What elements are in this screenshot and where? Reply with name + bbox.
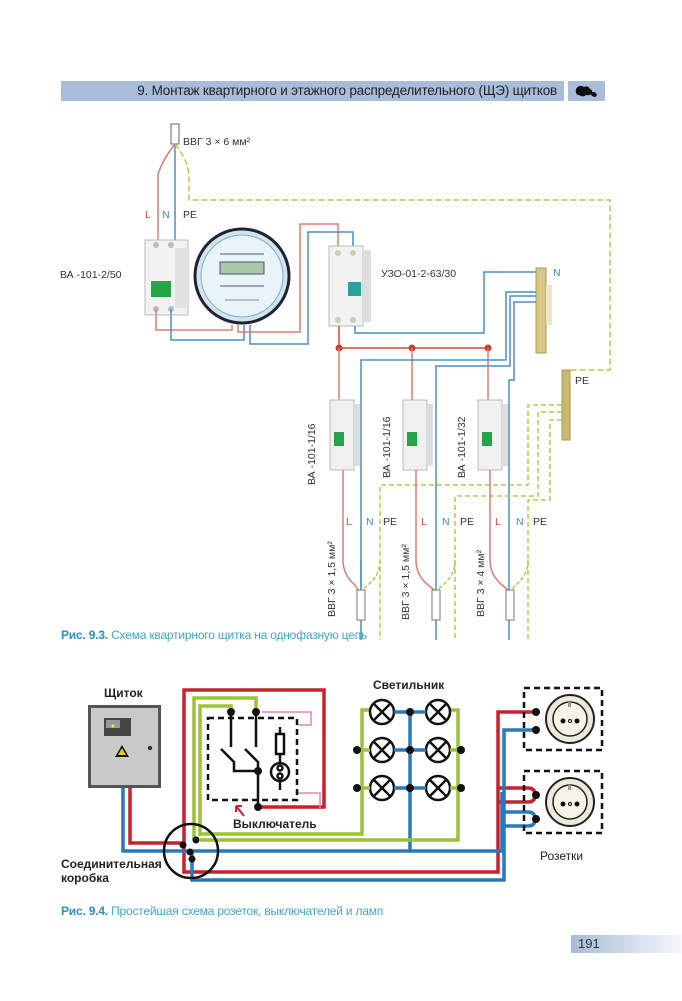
junction-box bbox=[162, 822, 220, 880]
figure-9-4-caption: Рис. 9.4. Простейшая схема розеток, выкл… bbox=[61, 904, 383, 918]
switch-box bbox=[206, 716, 299, 802]
figure-9-3-caption: Рис. 9.3. Схема квартирного щитка на одн… bbox=[61, 628, 367, 642]
output-cable-2 bbox=[431, 589, 441, 621]
electric-meter bbox=[193, 227, 291, 325]
main-breaker-label: ВА -101-2/50 bbox=[60, 269, 122, 281]
figure-9-4-number: Рис. 9.4. bbox=[61, 904, 108, 918]
sockets-label: Розетки bbox=[540, 849, 584, 863]
branch3-pe: PE bbox=[533, 516, 548, 528]
branch-breaker-label-3: ВА -101-1/32 bbox=[456, 416, 468, 478]
input-cable-sheath bbox=[170, 123, 180, 145]
switch-symbol bbox=[220, 712, 291, 808]
label-l: L bbox=[145, 209, 151, 221]
output-cable-3 bbox=[505, 589, 515, 621]
main-breaker-device bbox=[144, 239, 189, 316]
rcd-label: УЗО-01-2-63/30 bbox=[381, 268, 457, 280]
sockets bbox=[522, 686, 604, 835]
switch-label: Выключатель bbox=[233, 817, 317, 831]
branch-breaker-3 bbox=[477, 399, 508, 471]
n-bus-label: N bbox=[553, 267, 561, 279]
wire-l-in bbox=[157, 143, 176, 240]
distribution-panel bbox=[88, 705, 161, 788]
branch-cable-label-3: ВВГ 3 × 4 мм² bbox=[475, 549, 487, 617]
output-cable-1 bbox=[356, 589, 366, 621]
label-n: N bbox=[162, 209, 170, 221]
branch1-l: L bbox=[346, 516, 352, 528]
pe-bus-label: PE bbox=[575, 375, 590, 387]
lamps bbox=[353, 698, 465, 802]
branch3-n: N bbox=[516, 516, 524, 528]
figure-9-3-number: Рис. 9.3. bbox=[61, 628, 108, 642]
tools-icon bbox=[575, 85, 597, 97]
branch2-pe: PE bbox=[460, 516, 475, 528]
arrow-icon bbox=[235, 805, 245, 817]
chapter-title: 9. Монтаж квартирного и этажного распред… bbox=[137, 83, 557, 98]
branch-breaker-2 bbox=[402, 399, 433, 471]
page-number-bar bbox=[571, 935, 682, 953]
input-cable-label: ВВГ 3 × 6 мм² bbox=[183, 136, 251, 148]
figure-9-4-text: Простейшая схема розеток, выключателей и… bbox=[107, 904, 384, 918]
n-bus-bar bbox=[535, 267, 552, 354]
branch-cable-label-2: ВВГ 3 × 1,5 мм² bbox=[400, 544, 412, 620]
branch-breaker-label-1: ВА -101-1/16 bbox=[306, 423, 318, 485]
branch1-pe: PE bbox=[383, 516, 398, 528]
pe-bus-bar bbox=[561, 369, 571, 441]
rcd-device bbox=[328, 245, 371, 327]
branch-breaker-label-2: ВА -101-1/16 bbox=[381, 416, 393, 478]
branch-cable-label-1: ВВГ 3 × 1,5 мм² bbox=[326, 541, 338, 617]
branch1-n: N bbox=[366, 516, 374, 528]
figure-9-3-text: Схема квартирного щитка на однофазную це… bbox=[107, 628, 367, 642]
branch3-l: L bbox=[495, 516, 501, 528]
label-pe: PE bbox=[183, 209, 198, 221]
junction-box-label-1: Соединительная bbox=[61, 857, 162, 871]
branch2-n: N bbox=[442, 516, 450, 528]
branch2-l: L bbox=[421, 516, 427, 528]
branch-breaker-1 bbox=[329, 399, 360, 471]
figure-9-3-diagram bbox=[144, 123, 611, 640]
header-icon-box bbox=[568, 81, 605, 101]
page-number: 191 bbox=[578, 936, 600, 951]
junction-box-label-2: коробка bbox=[61, 871, 109, 885]
header-bar bbox=[61, 81, 564, 101]
luminaire-label: Светильник bbox=[373, 678, 445, 692]
panel-label: Щиток bbox=[104, 686, 143, 700]
